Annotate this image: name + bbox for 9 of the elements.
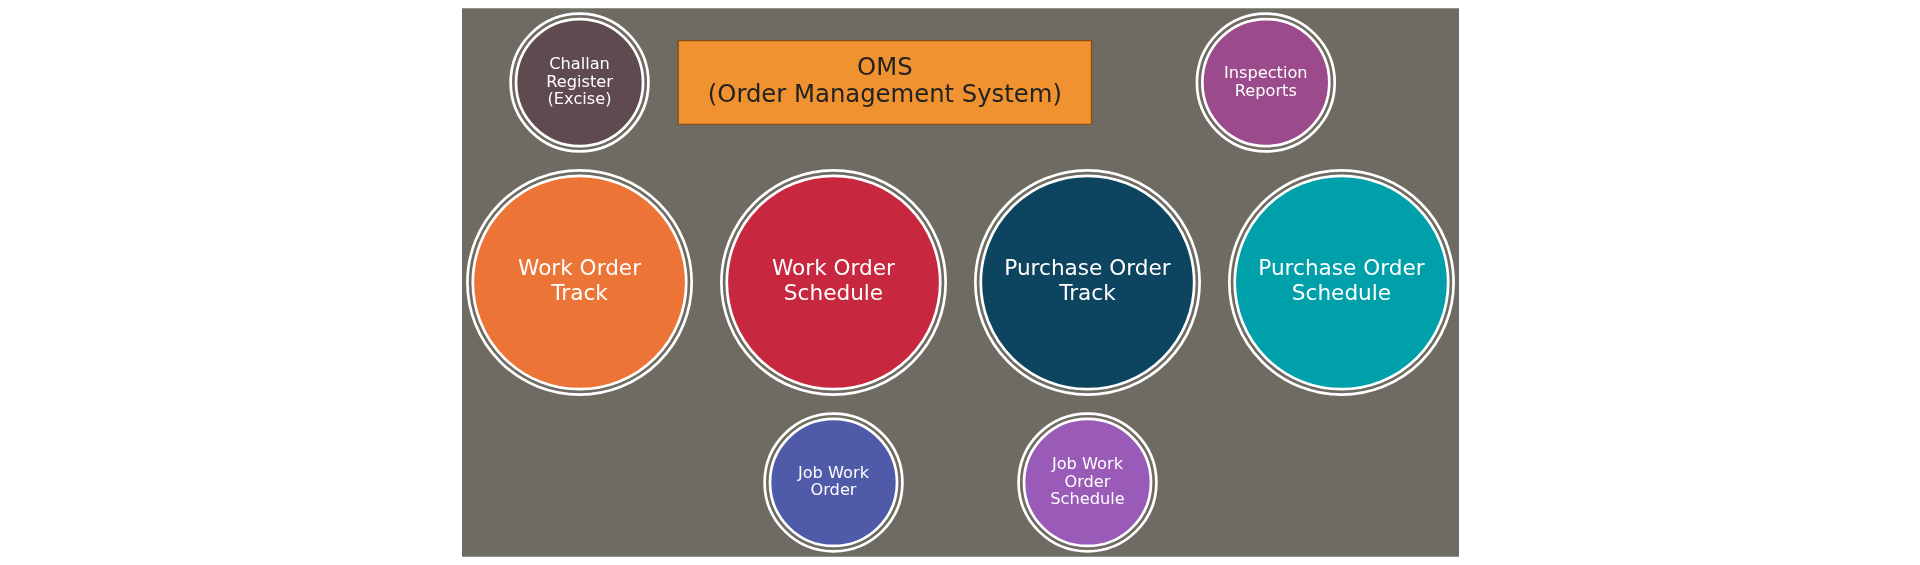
node-box: OMS (Order Management System) (676, 40, 1092, 126)
node-circle: Work Order Schedule (719, 169, 947, 396)
node-circle: Purchase Order Schedule (1227, 169, 1455, 396)
node-circle: Job Work Order Schedule (1016, 412, 1158, 553)
node-circle: Inspection Reports (1195, 12, 1336, 153)
node-circle: Challan Register (Excise) (508, 12, 650, 153)
node-circle: Work Order Track (465, 169, 693, 396)
node-circle: Purchase Order Track (973, 169, 1201, 396)
node-circle: Job Work Order (762, 412, 904, 553)
